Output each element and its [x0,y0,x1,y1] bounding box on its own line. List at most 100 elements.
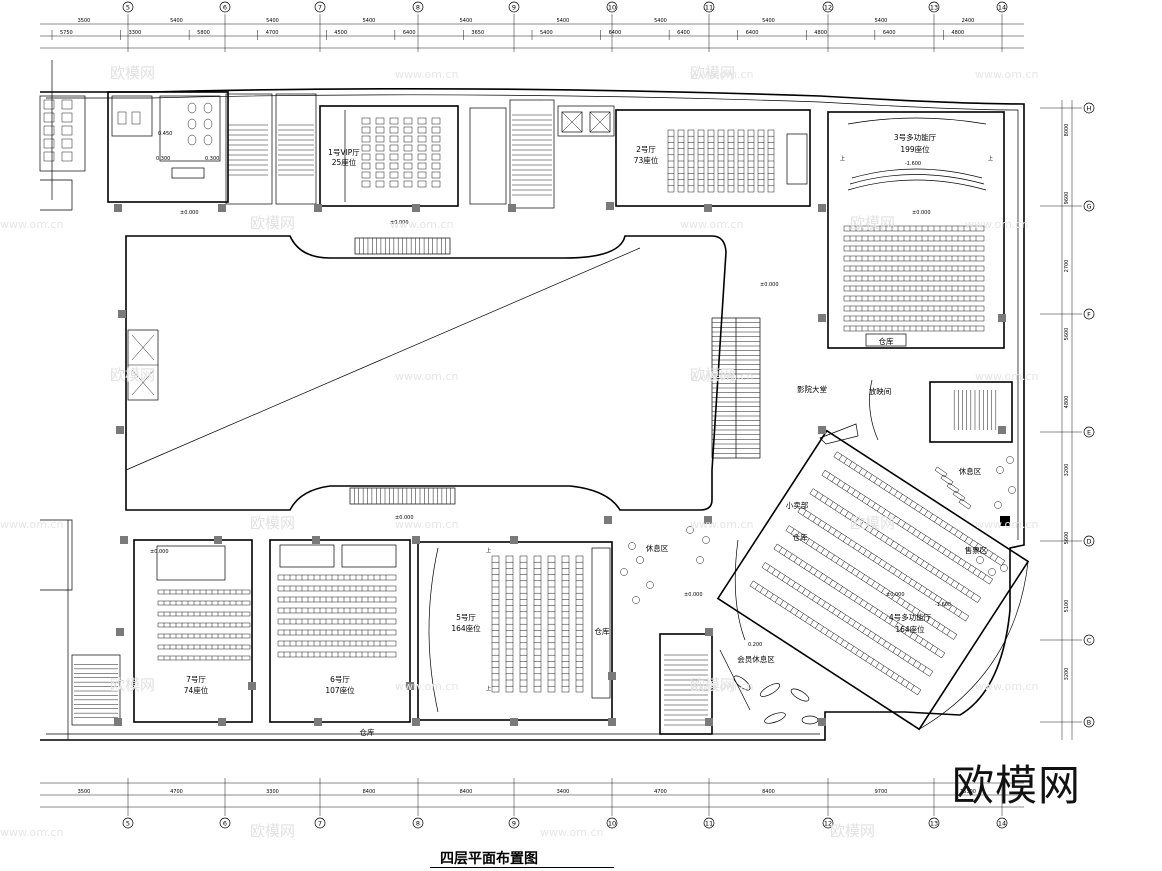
seat-divider [894,622,899,628]
column [510,536,518,544]
seat-divider [856,571,860,577]
seat [389,126,399,134]
lobby-label: 影院大堂 [797,384,827,394]
axis-top-label: 10 [608,4,616,12]
seat-row [277,629,397,636]
seat-divider [989,552,994,559]
seat-divider [817,598,821,604]
up-label-h3a: 上 [840,155,845,162]
seat-divider [948,604,953,611]
toilet-stall [43,112,55,123]
seat-divider [916,610,921,616]
dim-top-1: 5400 [170,18,183,24]
seat-divider [899,494,903,500]
seat-divider [912,528,916,535]
seat-divider [865,655,870,662]
axis-top-bubble [508,1,520,13]
seat-divider [842,614,846,620]
watermark-url: www.om.cn [965,218,1028,231]
hall-1-vip: 1号VIP厅 25座位 [319,99,615,209]
seat-divider [771,568,776,575]
seat [431,117,441,125]
seat-divider [881,587,885,593]
hall-3-level-0: ±0.000 [912,210,931,216]
seat-divider [754,584,759,590]
seat-divider [970,593,975,599]
seat-row [843,265,985,272]
seat-row [157,622,251,628]
seat-divider [913,582,918,588]
seat-divider [866,499,871,505]
dim-bottom-1: 9700 [875,789,888,795]
seat [375,162,385,170]
dim-bottom-1: 4700 [170,789,183,795]
dim-bottom-1: 8400 [460,789,473,795]
seat [403,180,413,188]
hall-2: 2号厅 73座位 [615,109,811,207]
watermark-url: www.om.cn [690,518,753,531]
dim-top-2: 5750 [60,30,73,36]
seat-row [833,451,1006,567]
seat-divider [888,565,892,572]
seat-divider [869,605,873,612]
seat-divider [868,474,873,480]
seat-divider [903,575,907,581]
seat-divider [784,603,789,609]
seat-divider [839,586,843,592]
dim-top-1: 2400 [962,18,975,24]
warehouse-bottom-label: 仓库 [360,727,375,737]
seat-divider [850,646,855,652]
seat-divider [974,543,979,549]
seat-divider [885,668,890,675]
seat-divider [834,583,838,589]
seat-divider [892,515,896,522]
seat-divider [972,568,977,574]
toilet-fixture [187,102,197,114]
seat-divider [892,647,897,653]
seat-divider [959,533,964,539]
axis-bottom-label: 8 [416,820,420,828]
hall-2-name: 2号厅 [636,145,656,154]
axis-top-bubble [822,1,834,13]
seat-row [157,589,251,595]
lounge-seat [646,581,654,589]
seat-row [821,469,994,585]
seat [403,162,413,170]
seat-row [843,245,985,252]
watermark-brand: 欧模网 [110,64,155,82]
seat-row [277,585,397,592]
seat-divider [835,636,839,642]
stair-right [929,381,1013,443]
seat-divider [866,577,870,583]
axis-top-label: 13 [930,4,938,12]
watermark-url: www.om.cn [395,68,458,81]
seat-divider [781,575,786,581]
seat-divider [937,545,942,551]
column [705,718,713,726]
seat-divider [847,617,851,624]
seat-divider [827,604,831,611]
seat-divider [859,521,864,527]
seat-divider [893,490,898,497]
seat-divider [829,579,833,586]
seat-divider [766,565,771,571]
seat-row [157,644,251,650]
toilet-fixture [187,118,197,130]
seat-divider [915,557,919,563]
seat-divider [879,612,884,618]
seat [417,135,427,143]
seat-divider [979,546,984,552]
seat-row [157,633,251,639]
level-mark-1: ±0.000 [390,220,409,226]
seat-divider [841,483,846,489]
watermark-brand: 欧模网 [850,214,895,232]
watermark-url: www.om.cn [975,680,1038,693]
lounge-seat [696,556,704,564]
column [508,204,516,212]
seat-divider [929,513,933,519]
stair-bottom-center [659,633,713,735]
seat-divider [928,591,933,598]
seat-divider [917,663,922,669]
seat-divider [889,619,894,625]
seat-divider [904,628,909,635]
